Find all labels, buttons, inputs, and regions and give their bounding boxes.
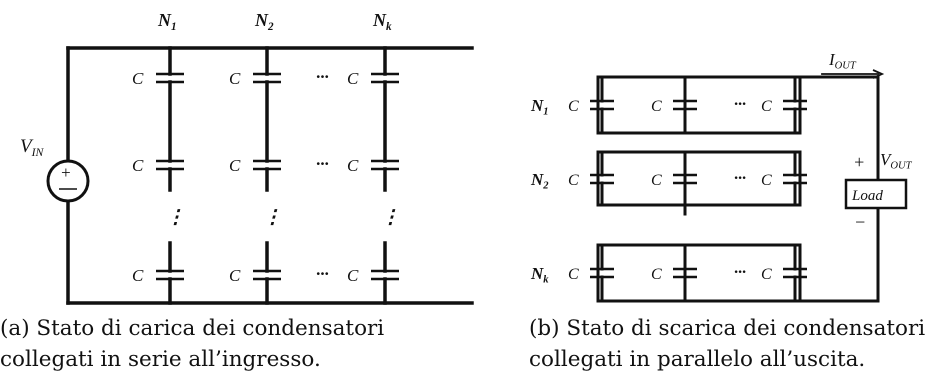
caption-b-line1: (b) Stato di scarica dei condensatori	[529, 316, 926, 341]
row-label-1: N1	[530, 96, 549, 118]
horizontal-ellipsis: ···	[734, 170, 746, 187]
capacitor-label: C	[132, 156, 144, 175]
capacitor-label: C	[229, 156, 241, 175]
column-label-3: Nk	[372, 10, 392, 33]
vertical-ellipsis: ⋮	[166, 207, 185, 228]
horizontal-ellipsis: ···	[734, 264, 746, 281]
voltage-source	[46, 159, 90, 203]
capacitor-label: C	[568, 172, 579, 189]
horizontal-ellipsis: ···	[316, 67, 329, 86]
caption-b-line2: collegati in parallelo all’uscita.	[529, 347, 866, 372]
capacitor-label: C	[651, 172, 662, 189]
horizontal-ellipsis: ···	[316, 154, 329, 173]
source-plus: +	[60, 163, 71, 182]
horizontal-ellipsis: ···	[316, 264, 329, 283]
vertical-ellipsis: ⋮	[263, 207, 282, 228]
series-charging-circuit: + VIN N1C C ⋮ C N2C C ⋮ C NkC C ⋮ C ··· ··· ···	[20, 10, 474, 305]
minus-sign: −	[854, 212, 866, 232]
caption-a-line1: (a) Stato di carica dei condensatori	[0, 316, 385, 341]
capacitor-label: C	[229, 266, 241, 285]
load-box	[844, 178, 908, 210]
capacitor-label: C	[761, 98, 772, 115]
capacitor-label: C	[568, 266, 579, 283]
plus-sign: +	[853, 152, 865, 172]
column-label-1: N1	[157, 10, 177, 33]
iout-label: IOUT	[828, 50, 857, 72]
capacitor-label: C	[651, 98, 662, 115]
capacitor-label: C	[651, 266, 662, 283]
capacitor-label: C	[347, 69, 359, 88]
capacitor-label: C	[568, 98, 579, 115]
capacitor-label: C	[132, 266, 144, 285]
column-label-2: N2	[254, 10, 274, 33]
capacitor-label: C	[229, 69, 241, 88]
capacitor-label: C	[132, 69, 144, 88]
source-label: VIN	[20, 136, 45, 159]
capacitor-label: C	[761, 172, 772, 189]
caption-a: (a) Stato di carica dei condensatori col…	[0, 313, 384, 375]
vout-label: VOUT	[880, 150, 913, 172]
row-label-3: Nk	[530, 264, 549, 286]
horizontal-ellipsis: ···	[734, 96, 746, 113]
load-label: Load	[851, 188, 883, 204]
capacitor-label: C	[347, 156, 359, 175]
current-arrow-head	[872, 69, 885, 79]
vertical-ellipsis: ⋮	[381, 207, 400, 228]
capacitor-label: C	[347, 266, 359, 285]
capacitor-label: C	[761, 266, 772, 283]
caption-b: (b) Stato di scarica dei condensatori co…	[529, 313, 925, 375]
caption-a-line2: collegati in serie all’ingresso.	[0, 347, 321, 372]
row-label-2: N2	[530, 170, 549, 192]
